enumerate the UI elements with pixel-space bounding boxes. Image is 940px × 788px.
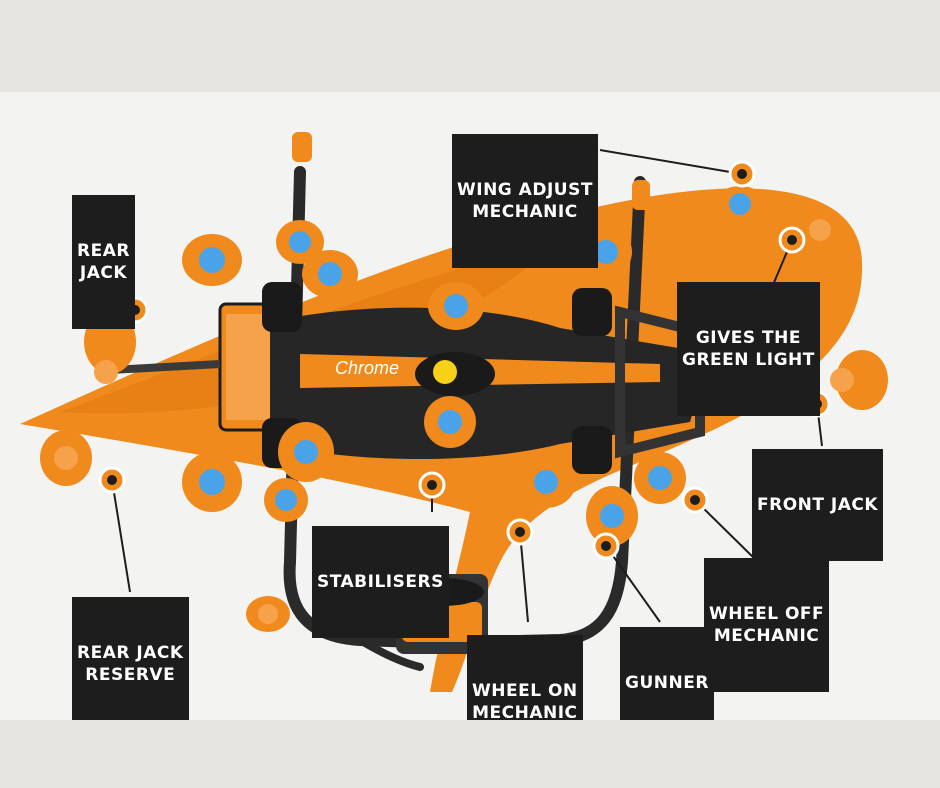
crew-member [278, 422, 334, 482]
label-front-jack: FRONT JACK [752, 449, 883, 561]
gantry-top-orange [292, 132, 312, 162]
marker-dot [100, 468, 124, 492]
crew-member [182, 234, 242, 286]
label-gunner: GUNNER [620, 627, 714, 720]
crew-member [40, 430, 92, 486]
crew-member [302, 250, 358, 298]
marker-dot [420, 473, 444, 497]
marker-dot [730, 162, 754, 186]
crew-member [428, 282, 484, 330]
marker-dot [780, 228, 804, 252]
crew-member [264, 478, 308, 522]
diagram-panel: Chrome [0, 92, 940, 720]
marker-dot [594, 534, 618, 558]
crew-member [516, 456, 576, 508]
crew-member [830, 350, 888, 410]
marker-dot [683, 488, 707, 512]
crew-member [246, 596, 290, 632]
marker-dot [508, 520, 532, 544]
crew-member [634, 452, 686, 504]
crew-member [182, 452, 242, 512]
gantry-right-orange [632, 180, 650, 210]
car-livery-text: Chrome [335, 358, 399, 378]
label-stabilisers: STABILISERS [312, 526, 449, 638]
crew-member [424, 396, 476, 448]
crew-member [714, 186, 766, 222]
